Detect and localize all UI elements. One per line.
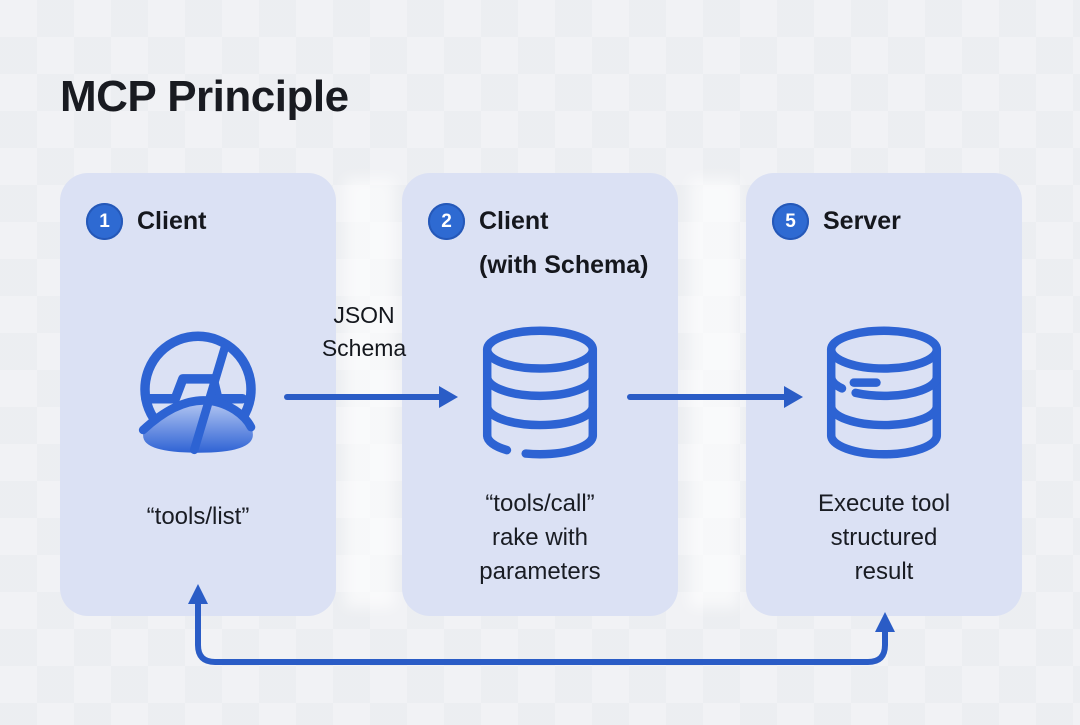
background-light-band — [689, 178, 739, 608]
panel-sublabel: (with Schema) — [479, 251, 649, 279]
panel-caption: “tools/list” — [60, 500, 336, 534]
panel-label: Client — [137, 207, 207, 235]
database-icon — [402, 323, 678, 463]
panel-caption: Execute tool structured result — [746, 487, 1022, 589]
arrow-label-line: JSON — [333, 302, 395, 328]
caption-line: “tools/call” — [485, 490, 595, 517]
step-badge: 2 — [428, 203, 465, 240]
background-light-band — [345, 178, 395, 608]
caption-line: rake with — [491, 524, 589, 551]
database-icon — [746, 323, 1022, 463]
panel-label: Client — [479, 207, 549, 235]
caption-line: result — [854, 558, 914, 585]
panel-client-header: 1 Client — [86, 203, 206, 240]
caption-line: structured — [830, 524, 938, 551]
arrow-label-line: Schema — [321, 335, 407, 361]
panel-client-with-schema: 2 Client (with Schema) “tools/call” rake… — [402, 173, 678, 616]
panel-caption: “tools/call” rake with parameters — [402, 487, 678, 589]
caption-line: “tools/list” — [146, 503, 250, 530]
panel-server: 5 Server Execute tool structured result — [746, 173, 1022, 616]
caption-line: Execute tool — [817, 490, 951, 517]
panel-client: 1 Client “tools/list” — [60, 173, 336, 616]
caption-line: parameters — [479, 558, 601, 585]
page-title: MCP Principle — [60, 72, 349, 121]
step-badge: 1 — [86, 203, 123, 240]
gauge-pulse-icon — [60, 323, 336, 465]
panel-label: Server — [823, 207, 901, 235]
json-schema-arrow-label: JSON Schema — [294, 299, 434, 365]
panel-server-header: 5 Server — [772, 203, 901, 240]
step-badge: 5 — [772, 203, 809, 240]
panel-client-with-schema-header: 2 Client — [428, 203, 548, 240]
